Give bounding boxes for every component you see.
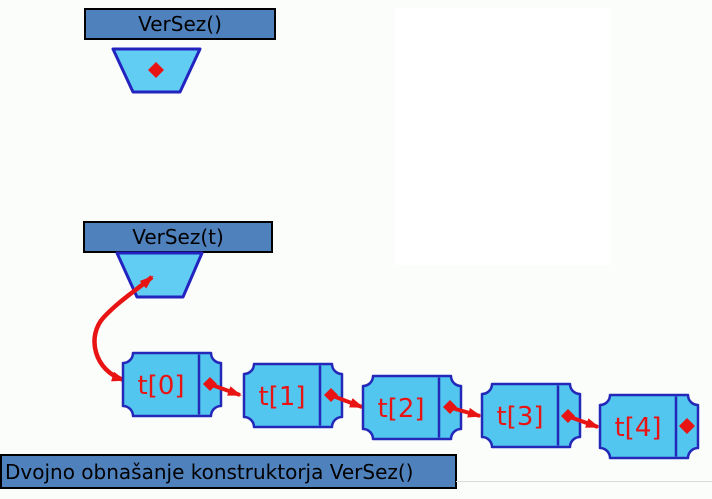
node-label: t[0]: [137, 371, 184, 401]
copy-constructor-trapezoid: [115, 251, 204, 299]
caption-text: Dvojno obnašanje konstruktorja VerSez(): [5, 459, 414, 484]
pointer-arrow: [332, 394, 364, 409]
node-t0: t[0]: [121, 351, 223, 418]
terminator-diamond-icon: [679, 418, 695, 434]
node-label: t[3]: [496, 402, 543, 432]
node-t3: t[3]: [480, 382, 582, 449]
node-shape: [598, 393, 700, 460]
node-t2: t[2]: [361, 374, 463, 441]
node-t1: t[1]: [242, 362, 344, 429]
node-shape: [242, 362, 344, 429]
node-shape: [121, 351, 223, 418]
node-shape: [361, 374, 463, 441]
node-label: t[2]: [377, 394, 424, 424]
pointer-arrow: [569, 415, 600, 429]
background-panel: [395, 8, 611, 265]
copy-constructor-title: VerSez(t): [132, 225, 224, 249]
separator-line: [456, 481, 712, 482]
empty-constructor-title: VerSez(): [138, 12, 222, 36]
reference-curve-arrow: [92, 275, 154, 383]
node-shape: [480, 382, 582, 449]
caption-bar: Dvojno obnašanje konstruktorja VerSez(): [0, 454, 457, 489]
null-diamond-icon: [148, 62, 164, 78]
node-t4: t[4]: [598, 393, 700, 460]
pointer-arrow: [451, 406, 482, 418]
node-label: t[4]: [614, 413, 661, 443]
empty-constructor-header: VerSez(): [84, 8, 276, 40]
node-label: t[1]: [258, 382, 305, 412]
pointer-arrow: [211, 383, 242, 397]
copy-constructor-header: VerSez(t): [83, 221, 273, 253]
